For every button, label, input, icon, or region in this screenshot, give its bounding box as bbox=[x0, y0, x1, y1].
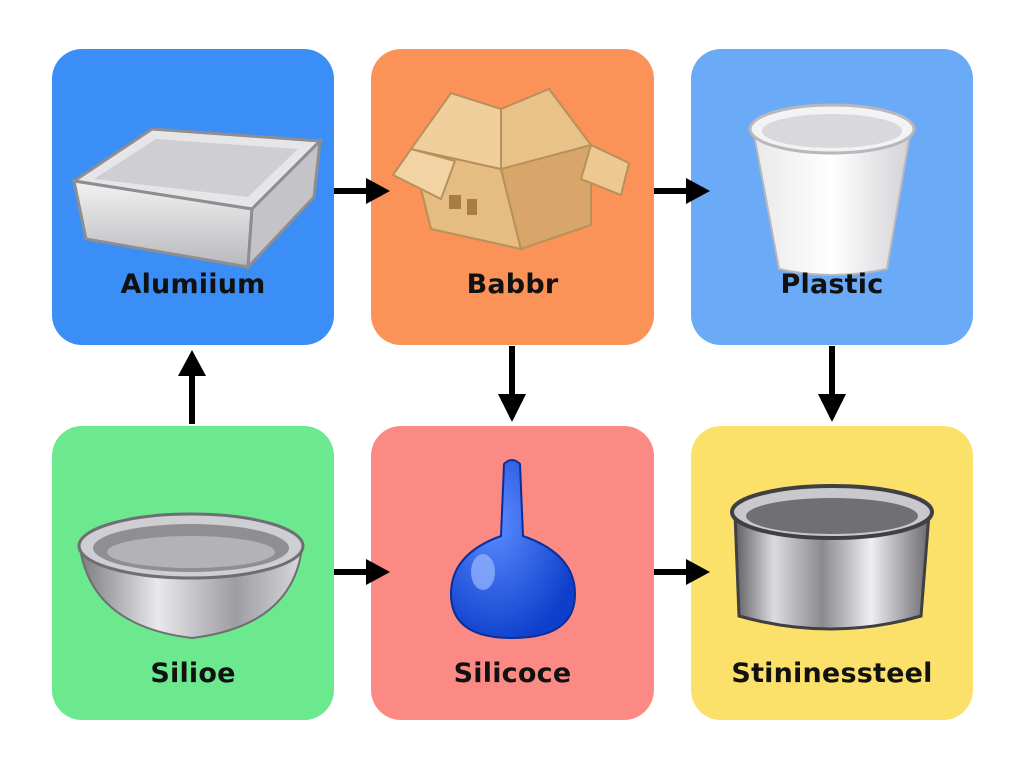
node-cardboard: Babbr bbox=[371, 49, 654, 345]
node-silicoce: Silicoce bbox=[371, 426, 654, 720]
node-aluminium: Alumiium bbox=[52, 49, 334, 345]
node-label: Silicoce bbox=[453, 658, 572, 689]
arrow-right-icon bbox=[654, 178, 710, 204]
node-label: Babbr bbox=[466, 269, 559, 300]
baking-tray-icon bbox=[69, 127, 324, 272]
node-silioe: Silioe bbox=[52, 426, 334, 720]
arrow-right-icon bbox=[334, 178, 390, 204]
node-label: Stininessteel bbox=[731, 658, 933, 689]
arrow-right-icon bbox=[654, 559, 710, 585]
arrow-down-icon bbox=[818, 346, 846, 422]
arrow-up-icon bbox=[178, 350, 206, 424]
node-label: Silioe bbox=[150, 658, 236, 689]
node-stainless-steel: Stininessteel bbox=[691, 426, 973, 720]
cardboard-box-icon bbox=[391, 87, 631, 251]
arrow-right-icon bbox=[334, 559, 390, 585]
arrow-down-icon bbox=[498, 346, 526, 422]
steel-pot-icon bbox=[730, 484, 934, 631]
blue-bulb-dropper-icon bbox=[449, 459, 577, 640]
node-label: Alumiium bbox=[120, 269, 266, 300]
node-plastic: Plastic bbox=[691, 49, 973, 345]
metal-bowl-icon bbox=[77, 512, 305, 640]
plastic-cup-icon bbox=[748, 103, 916, 276]
node-label: Plastic bbox=[780, 269, 884, 300]
